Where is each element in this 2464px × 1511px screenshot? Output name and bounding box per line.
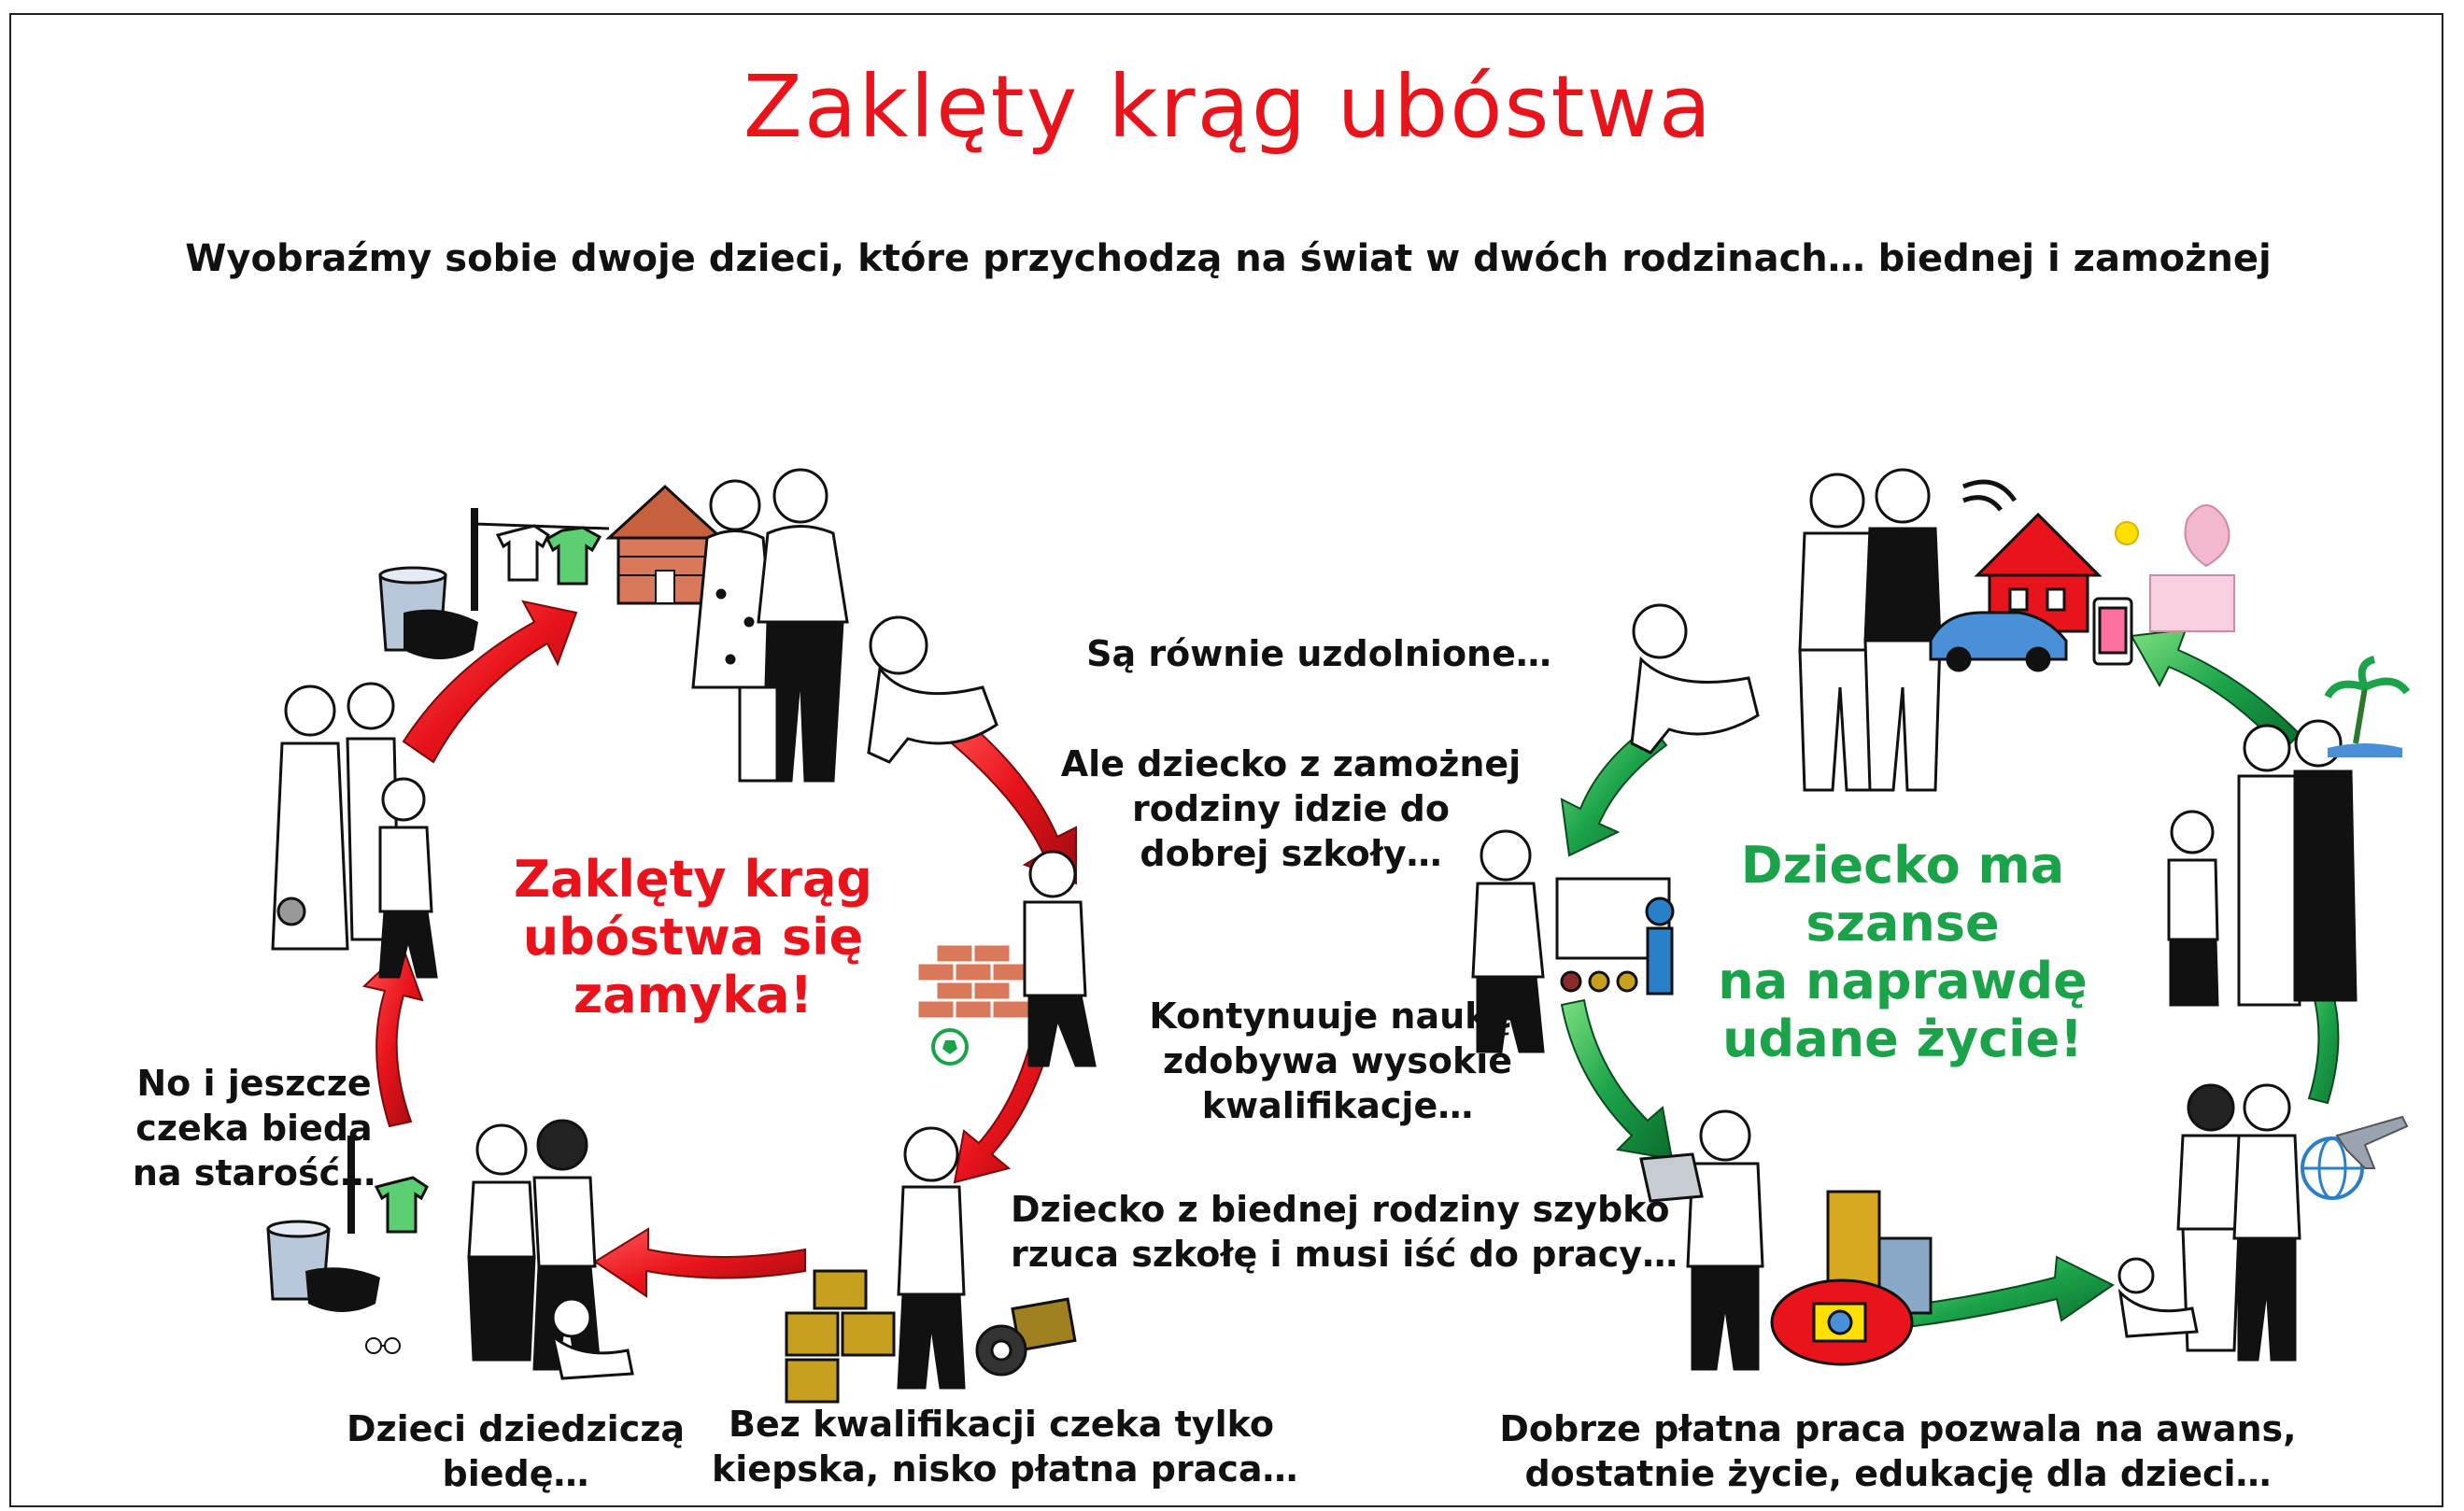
caption-low-pay-line-2: kiepska, nisko płatna praca… [712,1448,1298,1490]
professional-figure [1686,1109,1764,1371]
wifi-icon [1962,479,2018,512]
caption-good-school-line-2: rodziny idzie do [1132,788,1450,829]
caption-inherit-line-2: biedę… [442,1453,589,1494]
caption-good-school: Ale dziecko z zamożnej rodziny idzie do … [1039,741,1543,876]
worker-figure [897,1126,966,1390]
caption-continues-line-1: Kontynuuje naukę, [1149,996,1526,1037]
poster-frame: Zaklęty krąg ubóstwa Wyobraźmy sobie dwo… [9,13,2443,1507]
green-arrow-top-right [2130,628,2301,753]
sun-icon [2115,521,2139,545]
caption-equal: Są równie uzdolnione… [1086,633,1551,674]
glasses-icon [365,1337,401,1354]
trees-icon [2149,504,2235,632]
red-arrow-bottom [593,1227,806,1298]
right-center-line-1: Dziecko ma [1740,836,2065,895]
left-center-line-3: zamyka! [573,966,814,1024]
soccer-ball-icon [931,1028,969,1066]
boxes-icon [785,1269,896,1404]
caption-good-job-line-1: Dobrze płatna praca pozwala na awans, [1499,1408,2297,1449]
caption-inherit-line-1: Dzieci dziedziczą [347,1408,685,1449]
caption-dropout-line-2: rzuca szkołę i musi iść do pracy… [1011,1234,1678,1275]
caption-good-school-line-3: dobrej szkoły… [1140,833,1442,874]
subtitle: Wyobraźmy sobie dwoje dzieci, które przy… [185,237,2272,280]
dropout-child-figure [1023,850,1097,1067]
rich-baby-figure [1630,603,1760,755]
right-center-line-3: na naprawdę [1718,952,2088,1010]
bucket-icon-bottom [266,1220,380,1312]
log-cabin-icon [605,484,725,605]
laptop-icon [1639,1152,1704,1203]
caption-old-age: No i jeszcze czeka bieda na starość… [114,1061,394,1195]
caption-good-school-line-1: Ale dziecko z zamożnej [1060,743,1522,784]
poor-parents-figure [691,468,849,783]
hand-truck-icon [975,1297,1077,1377]
green-arrow-bottom [1906,1255,2115,1329]
caption-inherit: Dzieci dziedziczą biedę… [338,1406,693,1496]
left-center-line-1: Zaklęty krąg [513,850,873,909]
right-center-line-2: szanse [1806,894,2000,953]
rich-grandparents-figure [2167,719,2358,1007]
laundry-line-icon [471,508,610,611]
caption-good-job-line-2: dostatnie życie, edukację dla dzieci… [1524,1453,2272,1494]
caption-dropout: Dziecko z biednej rodziny szybko rzuca s… [1011,1187,1678,1277]
caption-old-age-line-3: na starość… [132,1152,376,1193]
red-arrow-top [402,600,578,764]
car-icon [1929,611,2068,672]
brick-wall-icon [915,942,1031,1021]
green-arrow-left [1560,998,1674,1161]
poor-child-figure [378,777,438,979]
caption-old-age-line-2: czeka bieda [135,1108,373,1149]
whiteboard-teacher-icon [1555,877,1675,996]
green-arrow-top-left [1560,723,1668,857]
right-cycle-center-text: Dziecko ma szanse na naprawdę udane życi… [1706,837,2099,1068]
conference-table-icon [1770,1278,1914,1366]
left-center-line-2: ubóstwa się [522,908,864,967]
baby-crawling-figure [867,615,998,764]
caption-old-age-line-1: No i jeszcze [136,1063,372,1104]
caption-good-job: Dobrze płatna praca pozwala na awans, do… [1478,1406,2318,1496]
page-title: Zaklęty krąg ubóstwa [743,57,1714,157]
caption-low-pay-line-1: Bez kwalifikacji czeka tylko [729,1404,1274,1445]
left-cycle-center-text: Zaklęty krąg ubóstwa się zamyka! [497,851,889,1024]
poor-family-figure [467,1119,634,1380]
right-center-line-4: udane życie! [1722,1010,2083,1068]
bucket-icon [378,566,478,659]
caption-continues: Kontynuuje naukę, zdobywa wysokie kwalif… [1085,994,1590,1128]
caption-continues-line-2: zdobywa wysokie [1162,1040,1513,1081]
caption-dropout-line-1: Dziecko z biednej rodziny szybko [1011,1189,1670,1230]
rich-couple-figure [1798,468,1942,792]
phone-cart-icon [2092,597,2133,666]
student-figure [1471,829,1545,1053]
globe-plane-icon [2301,1115,2409,1200]
rich-family-figure [2117,1083,2301,1362]
cycle-diagram [266,468,2411,1404]
laundry-line-icon-bottom [347,1136,429,1234]
caption-continues-line-3: kwalifikacje… [1201,1085,1474,1126]
caption-low-pay: Bez kwalifikacji czeka tylko kiepska, ni… [712,1402,1298,1491]
palm-island-icon [2324,656,2411,757]
